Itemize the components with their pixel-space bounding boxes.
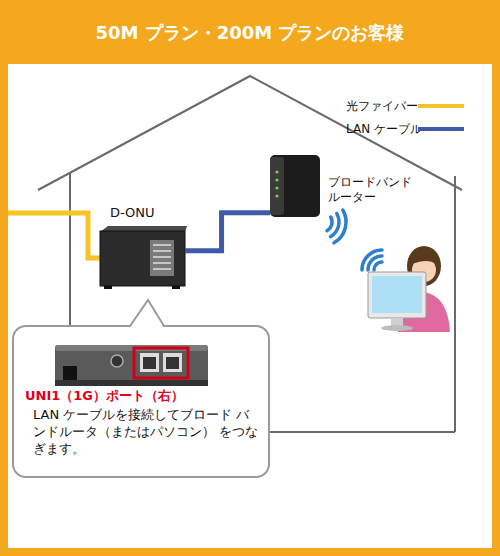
frame [4, 4, 496, 552]
face [412, 258, 436, 282]
bangs [412, 256, 436, 264]
router-body [270, 155, 320, 217]
indicator [153, 268, 171, 270]
legend-sample [418, 121, 478, 137]
computer [368, 272, 426, 331]
house-wall [69, 173, 71, 326]
lan-port-socket [166, 357, 179, 369]
wifi-signal [362, 250, 382, 270]
user-figure [398, 246, 450, 332]
house-floor [268, 431, 455, 433]
router-device [270, 155, 320, 217]
router-led [275, 186, 278, 189]
wifi-signal [327, 210, 346, 243]
lan-port [163, 353, 182, 372]
legend-line [418, 127, 464, 131]
device-label: D-ONU [110, 205, 155, 221]
legend-line [418, 104, 464, 108]
monitor-base [381, 325, 413, 331]
monitor-stand [391, 318, 403, 326]
panel-body [55, 345, 208, 385]
wifi-arc [362, 250, 382, 270]
lan-port-socket [143, 357, 156, 369]
wifi-arc [374, 262, 382, 270]
port-highlight [134, 348, 188, 378]
monitor-frame [368, 272, 426, 318]
fiber-line [8, 213, 101, 258]
callout-pointer [130, 300, 164, 326]
indicator [153, 256, 171, 258]
onu-panel [150, 240, 174, 276]
callout-box: UNI1（1G）ポート（右） LAN ケーブルを接続してブロード バンドルータ（ま… [12, 325, 270, 478]
indicator [153, 262, 171, 264]
lan-port [140, 353, 159, 372]
device-box: D-ONU [100, 229, 185, 286]
onu-indicators [153, 245, 171, 269]
onu-foot [104, 286, 112, 289]
dc-jack [111, 355, 123, 367]
title-text: 50M プラン・200M プランのお客様 [0, 0, 500, 66]
router-front [270, 157, 284, 215]
onu-body [100, 231, 185, 286]
router-led [275, 170, 278, 173]
device-label: ブロードバンド ルーター [328, 175, 414, 205]
house-roof [38, 76, 462, 190]
title-text: 50M プラン・200M プランのお客様 [0, 0, 500, 64]
legend-label: 光ファイバー [346, 98, 418, 115]
onu-rear-panel [55, 345, 208, 386]
wifi-arc [327, 217, 332, 231]
indicator [153, 250, 171, 252]
switch [63, 366, 77, 380]
panel-top [55, 345, 208, 351]
wifi-arc [334, 210, 346, 243]
lan-cable [185, 213, 270, 251]
router-led [275, 178, 278, 181]
callout-pointer-fill [130, 300, 164, 328]
wifi-arc [331, 214, 339, 237]
hair [407, 246, 441, 286]
callout-body: LAN ケーブルを接続してブロード バンドルータ（またはパソコン） をつなぎます… [33, 406, 259, 457]
router-led [275, 194, 278, 197]
legend-label: LAN ケーブル [346, 121, 422, 138]
callout-heading: UNI1（1G）ポート（右） [25, 388, 184, 404]
house-wall [454, 176, 456, 432]
onu-top [100, 226, 187, 232]
indicator [153, 244, 171, 246]
onu-device [100, 226, 187, 289]
monitor-screen [372, 276, 422, 313]
device-box: ブロードバンド ルーター [270, 155, 320, 217]
body [398, 292, 450, 332]
panel-bottom [55, 380, 208, 386]
onu-foot [172, 286, 180, 289]
legend-sample [418, 98, 478, 114]
wifi-arc [368, 256, 382, 270]
